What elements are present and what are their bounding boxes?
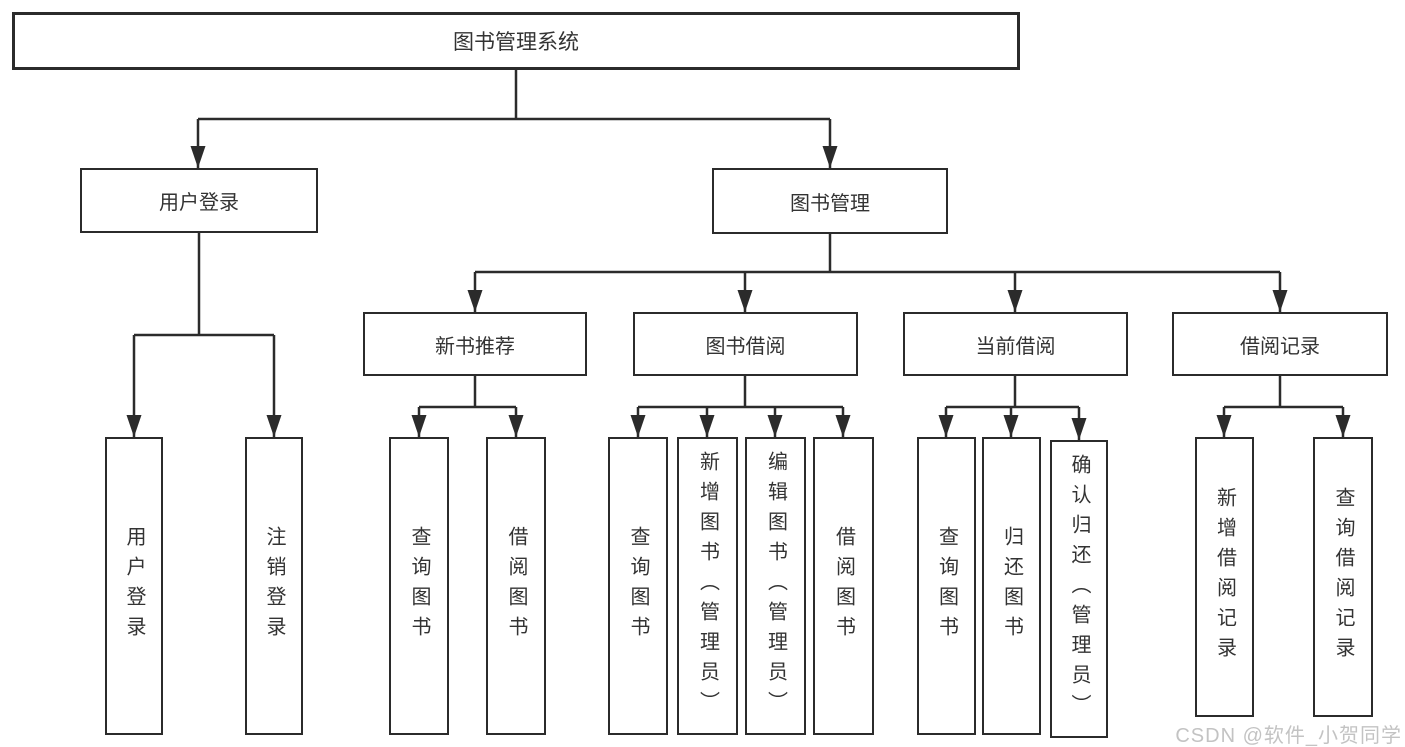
node-borrowing-records: 借阅记录: [1172, 312, 1388, 376]
csdn-watermark: CSDN @软件_小贺同学: [1175, 725, 1402, 747]
node-label: 查询图书: [408, 526, 430, 646]
leaf-record-query-record: 查询借阅记录: [1313, 437, 1373, 717]
node-current-borrowing: 当前借阅: [903, 312, 1128, 376]
node-label: 新增图书（管理员）: [696, 451, 719, 721]
leaf-borrow-add-book-admin: 新增图书（管理员）: [677, 437, 738, 735]
leaf-borrow-edit-book-admin: 编辑图书（管理员）: [745, 437, 806, 735]
leaf-recommend-borrow-book: 借阅图书: [486, 437, 546, 735]
node-label: 查询图书: [935, 526, 958, 646]
node-label: 当前借阅: [975, 335, 1056, 358]
node-label: 图书管理系统: [453, 31, 579, 54]
node-label: 新增借阅记录: [1213, 487, 1236, 667]
connectors: [126, 70, 1351, 440]
leaf-recommend-query-book: 查询图书: [389, 437, 449, 735]
node-label: 查询借阅记录: [1332, 487, 1354, 667]
node-label: 图书借阅: [705, 335, 786, 358]
node-label: 用户登录: [123, 526, 145, 646]
leaf-current-query-book: 查询图书: [917, 437, 976, 735]
leaf-current-confirm-return-admin: 确认归还（管理员）: [1050, 440, 1108, 738]
node-user-login: 用户登录: [80, 168, 318, 233]
node-label: 注销登录: [263, 526, 285, 646]
leaf-logout: 注销登录: [245, 437, 303, 735]
leaf-user-login: 用户登录: [105, 437, 163, 735]
node-label: 归还图书: [1000, 526, 1023, 646]
node-label: 借阅图书: [832, 526, 855, 646]
leaf-record-add-record: 新增借阅记录: [1195, 437, 1254, 717]
node-label: 查询图书: [627, 526, 649, 646]
node-system-root: 图书管理系统: [12, 12, 1020, 70]
node-label: 确认归还（管理员）: [1068, 454, 1090, 724]
node-label: 用户登录: [159, 192, 239, 214]
leaf-borrow-query-book: 查询图书: [608, 437, 668, 735]
node-book-borrowing: 图书借阅: [633, 312, 858, 376]
node-new-book-recommendation: 新书推荐: [363, 312, 587, 376]
node-label: 编辑图书（管理员）: [764, 451, 787, 721]
leaf-borrow-borrow-book: 借阅图书: [813, 437, 874, 735]
node-label: 图书管理: [790, 192, 870, 215]
node-label: 新书推荐: [435, 335, 515, 358]
node-label: 借阅记录: [1240, 335, 1320, 358]
node-label: 借阅图书: [505, 526, 527, 646]
leaf-current-return-book: 归还图书: [982, 437, 1041, 735]
node-book-management: 图书管理: [712, 168, 948, 234]
